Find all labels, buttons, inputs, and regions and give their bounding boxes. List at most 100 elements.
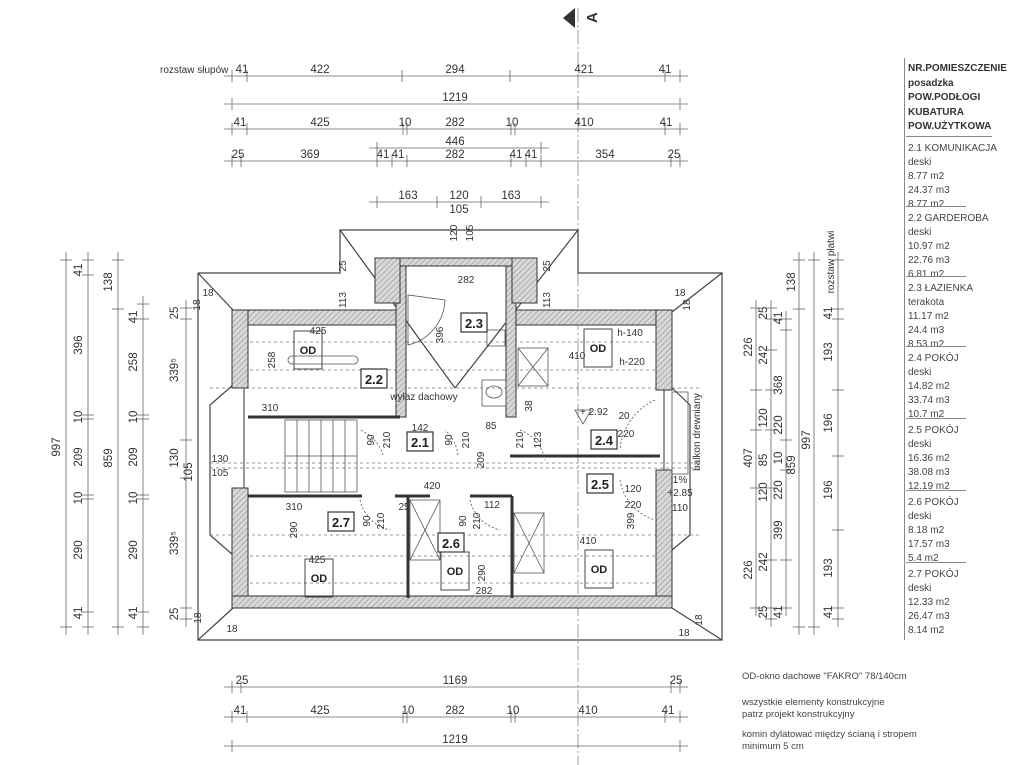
room-label-box (327, 511, 355, 532)
dimension-label: 226 (743, 337, 755, 356)
plan-annotation: 105 (465, 224, 476, 241)
walls (231, 257, 673, 609)
dimension-label: 997 (801, 430, 813, 449)
plan-annotation: 25 (542, 260, 553, 272)
note-line: minimum 5 cm (742, 741, 804, 752)
legend-room-usable: 8.53 m2 (908, 339, 945, 350)
dimension-label: 258 (128, 352, 140, 371)
plan-annotation: wyłaz dachowy (389, 392, 457, 403)
plan-annotation: 90 (444, 434, 455, 446)
dimension-label: 396 (73, 335, 85, 354)
legend-room-volume: 24.37 m3 (908, 185, 950, 196)
legend-room-name: 2.5 POKÓJ (908, 425, 959, 436)
dimension-label: 410 (574, 117, 593, 129)
plan-annotation: 18 (694, 614, 705, 626)
dimension-label: 282 (445, 149, 464, 161)
dimension-label: 120 (758, 408, 770, 427)
dimension-label: 997 (51, 437, 63, 456)
dimension-label: 226 (743, 560, 755, 579)
dimension-label: 282 (445, 117, 464, 129)
legend-separator (906, 136, 992, 137)
plan-annotation: 210 (376, 512, 387, 529)
dimension-label: 410 (578, 705, 597, 717)
note-line: patrz projekt konstrukcyjny (742, 709, 855, 720)
plan-annotation: 110 (672, 503, 688, 514)
dimension-label: 196 (823, 480, 835, 499)
plan-annotation: 220 (618, 429, 635, 440)
dimension-label: 41 (377, 149, 390, 161)
dimension-label: 369 (300, 149, 319, 161)
plan-annotation: 258 (267, 351, 278, 368)
dimension-label: 25 (232, 149, 245, 161)
legend-room-area: 16.36 m2 (908, 453, 950, 464)
legend-separator (906, 276, 966, 277)
plan-annotation: 18 (193, 612, 204, 624)
dimension-label: 105 (449, 204, 468, 216)
legend-room-name: 2.7 POKÓJ (908, 569, 959, 580)
dimension-label: 859 (103, 448, 115, 467)
legend-header-line: NR.POMIESZCZENIE (908, 63, 1007, 74)
room-number: 2.5 (591, 477, 609, 492)
legend-room-usable: 8.14 m2 (908, 625, 945, 636)
plan-annotation: +2.85 (667, 488, 693, 499)
legend-header-line: POW.UŻYTKOWA (908, 121, 992, 132)
plan-annotation: 220 (625, 500, 642, 511)
plan-annotation: 18 (682, 299, 693, 311)
plan-annotation: 282 (458, 275, 475, 286)
dimension-label: 425 (310, 117, 329, 129)
dimension-label: 242 (758, 345, 770, 364)
legend-room-floor: deski (908, 157, 932, 168)
note-chimney: komin dylatować między ścianą i stropem … (742, 729, 917, 753)
plan-annotation: 142 (412, 423, 429, 434)
dimension-label: 10 (506, 117, 519, 129)
dimension-label: 209 (128, 447, 140, 466)
legend-header-line: KUBATURA (908, 106, 964, 118)
dimension-label: 105 (183, 462, 195, 481)
legend-border (904, 58, 905, 640)
plan-annotation: 25 (338, 260, 349, 272)
dimension-label: 41 (662, 705, 675, 717)
plan-annotation: 425 (310, 326, 327, 337)
dimension-label: 25 (236, 675, 249, 687)
plan-annotation: 290 (477, 564, 488, 581)
dimension-label: 25 (758, 307, 770, 320)
room-number: 2.3 (465, 316, 483, 331)
dimension-label: 10 (73, 492, 85, 505)
dimension-lines (60, 70, 844, 752)
note-structural: wszystkie elementy konstrukcyjne patrz p… (742, 697, 885, 721)
legend-separator (906, 346, 966, 347)
dimension-label: 25 (668, 149, 681, 161)
plan-annotation: 120 (449, 224, 460, 241)
legend-separator (906, 418, 966, 419)
room-number: 2.7 (332, 515, 350, 530)
dimension-label: 41 (773, 312, 785, 325)
plan-annotation: 130 (212, 454, 229, 465)
note-roof-window: OD-okno dachowe "FAKRO" 78/140cm (742, 671, 907, 682)
plan-annotation: 123 (533, 431, 544, 448)
plan-annotation: 310 (262, 403, 279, 414)
legend-room-usable: 8.77 m2 (908, 199, 945, 210)
dimension-label: 290 (128, 540, 140, 559)
plan-annotation: 210 (472, 512, 483, 529)
legend-room-name: 2.1 KOMUNIKACJA (908, 143, 997, 154)
legend-room-usable: 6.81 m2 (908, 269, 945, 280)
dimension-label: 1169 (443, 675, 468, 687)
dimension-label: 41 (128, 607, 140, 620)
room-label-box (590, 429, 618, 450)
plan-annotation: 18 (192, 299, 203, 311)
plan-annotation: 425 (309, 555, 326, 566)
dimension-label: 407 (743, 448, 755, 467)
plan-annotation: 112 (484, 500, 500, 511)
dimension-label: 10 (128, 411, 140, 424)
dimension-label: 10 (507, 705, 520, 717)
plan-annotation: h-140 (617, 328, 643, 339)
plan-annotation: 85 (485, 421, 497, 432)
note-line: komin dylatować między ścianą i stropem (742, 729, 917, 740)
dimension-label: 220 (773, 415, 785, 434)
bathroom-fixtures (287, 294, 656, 574)
dimension-label: 242 (758, 552, 770, 571)
legend-room-volume: 33.74 m3 (908, 395, 950, 406)
